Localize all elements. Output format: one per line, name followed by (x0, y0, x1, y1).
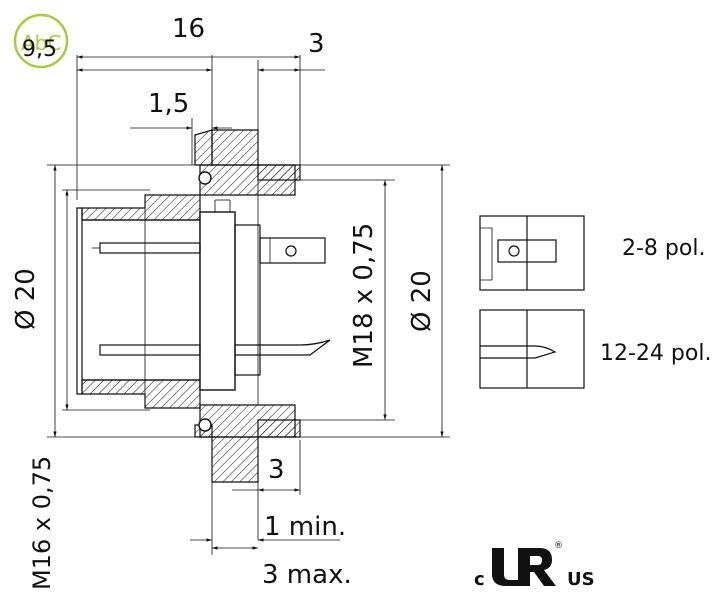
curus-mark: c ® US (474, 541, 595, 590)
dim-3-top: 3 (308, 29, 325, 59)
right-dimensions (300, 164, 450, 438)
cert-registered: ® (554, 541, 563, 551)
dim-dia20-left: Ø 20 (11, 268, 41, 330)
dim-m18: M18 x 0,75 (349, 223, 379, 368)
cert-us-letters: US (567, 569, 595, 590)
abc-logo: AbC (13, 13, 69, 69)
dim-9-5: 9,5 (22, 37, 57, 62)
cert-c-letter: c (474, 569, 485, 590)
left-dimensions (47, 164, 200, 438)
label-2-8-pol: 2-8 pol. (622, 236, 705, 261)
variant-large (479, 309, 585, 389)
dim-1-min: 1 min. (264, 512, 346, 542)
dim-1-5: 1,5 (148, 89, 189, 119)
label-12-24-pol: 12-24 pol. (600, 341, 711, 366)
dim-3-max: 3 max. (262, 560, 352, 590)
dim-16: 16 (172, 14, 205, 44)
ur-mark-icon (492, 548, 556, 586)
dim-dia20-right: Ø 20 (407, 270, 437, 332)
logo-text: AbC (21, 31, 61, 55)
top-dimensions (76, 55, 325, 200)
variant-small (479, 215, 585, 291)
bottom-dimensions (190, 437, 340, 555)
connector-body (76, 129, 331, 483)
dim-3-bottom: 3 (268, 455, 285, 485)
dim-m16: M16 x 0,75 (28, 456, 56, 590)
